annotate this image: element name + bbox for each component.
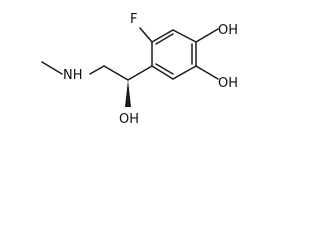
oh-mid-label: OH bbox=[218, 76, 238, 91]
fluorine-label: F bbox=[130, 12, 137, 27]
bond-ring-c4-c5 bbox=[172, 65, 197, 80]
bond-c1-f bbox=[139, 27, 153, 43]
oh-top-label: OH bbox=[218, 23, 238, 38]
bond-c3-oh-top bbox=[195, 28, 219, 43]
bond-ring-chiral bbox=[127, 65, 153, 81]
wedge-bond-chiral-oh bbox=[125, 80, 131, 107]
bond-chiral-ch2 bbox=[103, 65, 129, 81]
structure-canvas: F OH OH OH NH bbox=[0, 0, 264, 137]
bond-ch2-nh bbox=[89, 65, 105, 75]
bond-ring-double-a bbox=[155, 33, 174, 45]
bond-ring-c1-c2 bbox=[151, 29, 174, 43]
bond-ring-c2-c3 bbox=[172, 29, 197, 43]
oh-bottom-label: OH bbox=[119, 112, 139, 127]
bond-c4-oh-mid bbox=[195, 65, 219, 80]
bond-nh-methyl bbox=[41, 61, 63, 75]
bond-ring-double-c bbox=[155, 63, 174, 75]
bond-ring-c5-c6 bbox=[151, 65, 174, 80]
nh-label: NH bbox=[63, 68, 83, 83]
chemical-structure: F OH OH OH NH bbox=[41, 12, 238, 127]
